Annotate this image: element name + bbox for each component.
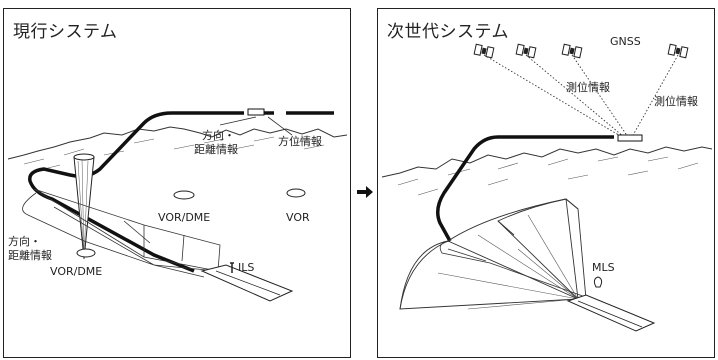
aircraft-icon bbox=[247, 108, 265, 116]
satellite-icon bbox=[667, 43, 689, 59]
gnss-signal-lines bbox=[483, 54, 679, 138]
current-system-diagram: 方向・ 距離情報 方位情報 VOR/DME VOR 方向・ 距離情報 VOR/D… bbox=[7, 108, 348, 302]
label-positioning-1: 測位情報 bbox=[566, 80, 610, 94]
satellite-icon bbox=[561, 43, 583, 59]
mls-antenna-icon bbox=[593, 276, 603, 288]
mountain-ridge bbox=[381, 146, 713, 178]
next-generation-system-title: 次世代システム bbox=[387, 22, 509, 42]
label-direction-distance-left-1: 方向・ bbox=[8, 234, 41, 248]
ils-antenna-icon bbox=[230, 262, 234, 273]
label-gnss: GNSS bbox=[610, 35, 641, 48]
label-direction-distance-top-1: 方向・ bbox=[202, 128, 235, 142]
current-system-title: 現行システム bbox=[13, 22, 118, 42]
satellite-icon bbox=[473, 43, 495, 59]
satellite-icon bbox=[515, 43, 537, 59]
flight-path-line bbox=[436, 135, 614, 242]
current-system-panel: 現行システム 方向・ 距離情報 方位情報 VOR/DME bbox=[3, 8, 351, 358]
ils-beam bbox=[33, 188, 221, 272]
label-azimuth: 方位情報 bbox=[278, 134, 322, 148]
label-positioning-2: 測位情報 bbox=[654, 94, 698, 108]
label-vor-dme-left: VOR/DME bbox=[50, 265, 102, 278]
label-ils: ILS bbox=[238, 261, 254, 274]
runway bbox=[566, 294, 656, 332]
vor-dme-station-icon bbox=[173, 190, 195, 200]
aircraft-icon bbox=[617, 134, 643, 142]
next-generation-system-panel: 次世代システム GNSS 測位情報 測位情報 MLS bbox=[377, 8, 715, 358]
label-vor-dme-center: VOR/DME bbox=[158, 211, 210, 224]
vor-station-icon bbox=[286, 188, 306, 198]
label-direction-distance-top-2: 距離情報 bbox=[194, 142, 238, 156]
label-direction-distance-left-2: 距離情報 bbox=[8, 248, 52, 262]
label-mls: MLS bbox=[592, 261, 615, 274]
mountain-ridge bbox=[7, 126, 348, 160]
vor-dme-left-station-icon bbox=[76, 248, 96, 258]
arrow-right-icon bbox=[357, 186, 373, 198]
label-vor: VOR bbox=[286, 211, 310, 224]
next-generation-system-diagram: GNSS 測位情報 測位情報 MLS bbox=[381, 35, 713, 332]
